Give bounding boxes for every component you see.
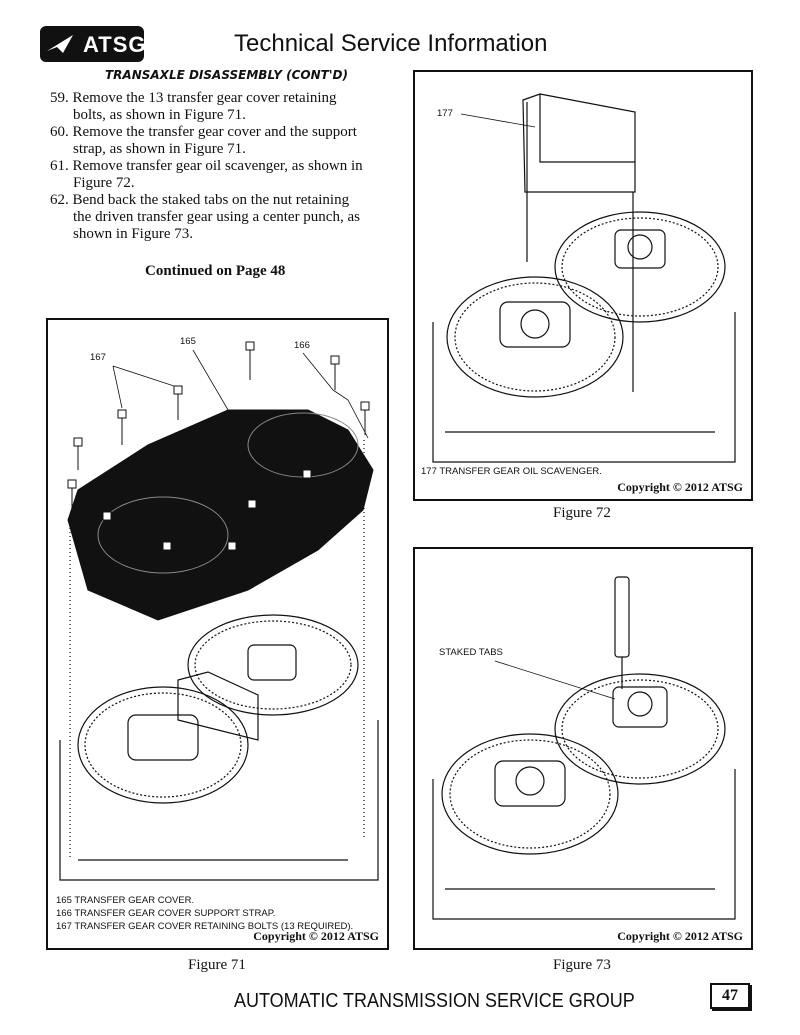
step-text: bolts, as shown in Figure 71. <box>73 107 246 123</box>
step-number: 62. <box>50 192 69 208</box>
callout-staked-tabs: STAKED TABS <box>439 647 503 658</box>
step-60: 60. Remove the transfer gear cover and t… <box>50 124 380 158</box>
oil-scavenger-illustration <box>432 93 736 463</box>
logo-text: ATSG <box>83 32 147 57</box>
figure-71: 165 166 167 165 TRANSFER GEAR COVER. 166… <box>46 318 389 950</box>
step-number: 61. <box>50 158 69 174</box>
step-text: the driven transfer gear using a center … <box>73 209 360 225</box>
continued-note: Continued on Page 48 <box>145 263 286 279</box>
instruction-steps: 59. Remove the 13 transfer gear cover re… <box>50 90 380 243</box>
callout-166: 166 <box>294 340 310 351</box>
copyright: Copyright © 2012 ATSG <box>617 929 743 943</box>
step-62: 62. Bend back the staked tabs on the nut… <box>50 192 380 243</box>
step-text: Remove the 13 transfer gear cover retain… <box>72 90 337 106</box>
step-text: Remove transfer gear oil scavenger, as s… <box>72 158 363 174</box>
legend-165: 165 TRANSFER GEAR COVER. <box>56 895 195 906</box>
step-number: 59. <box>50 90 69 106</box>
staked-tabs-illustration <box>432 576 736 920</box>
leader-line <box>460 113 536 128</box>
section-heading: TRANSAXLE DISASSEMBLY (CONT'D) <box>105 68 348 82</box>
atsg-logo: ATSG <box>40 26 147 62</box>
page-title: Technical Service Information <box>234 30 548 57</box>
legend-177: 177 TRANSFER GEAR OIL SCAVENGER. <box>421 466 602 477</box>
callout-177: 177 <box>437 108 453 119</box>
step-text: Figure 72. <box>73 175 135 191</box>
figure-73: STAKED TABS Copyright © 2012 ATSG <box>413 547 753 950</box>
step-61: 61. Remove transfer gear oil scavenger, … <box>50 158 380 192</box>
step-text: shown in Figure 73. <box>73 226 193 242</box>
step-number: 60. <box>50 124 69 140</box>
figure-72: 177 177 TRANSFER GEAR OIL SCAVENGER. Cop… <box>413 70 753 501</box>
copyright: Copyright © 2012 ATSG <box>253 929 379 943</box>
figure-71-caption: Figure 71 <box>188 957 246 973</box>
step-text: Remove the transfer gear cover and the s… <box>72 124 357 140</box>
legend-166: 166 TRANSFER GEAR COVER SUPPORT STRAP. <box>56 908 276 919</box>
logo-plane-icon <box>47 35 73 53</box>
step-text: strap, as shown in Figure 71. <box>73 141 246 157</box>
callout-167: 167 <box>90 352 106 363</box>
copyright: Copyright © 2012 ATSG <box>617 480 743 494</box>
figure-72-caption: Figure 72 <box>553 505 611 521</box>
step-text: Bend back the staked tabs on the nut ret… <box>72 192 350 208</box>
step-59: 59. Remove the 13 transfer gear cover re… <box>50 90 380 124</box>
figure-73-caption: Figure 73 <box>553 957 611 973</box>
footer-text: AUTOMATIC TRANSMISSION SERVICE GROUP <box>234 990 635 1012</box>
callout-165: 165 <box>180 336 196 347</box>
page-number: 47 <box>710 983 750 1009</box>
transfer-cover-illustration <box>59 341 379 881</box>
legend-167: 167 TRANSFER GEAR COVER RETAINING BOLTS … <box>56 921 354 932</box>
